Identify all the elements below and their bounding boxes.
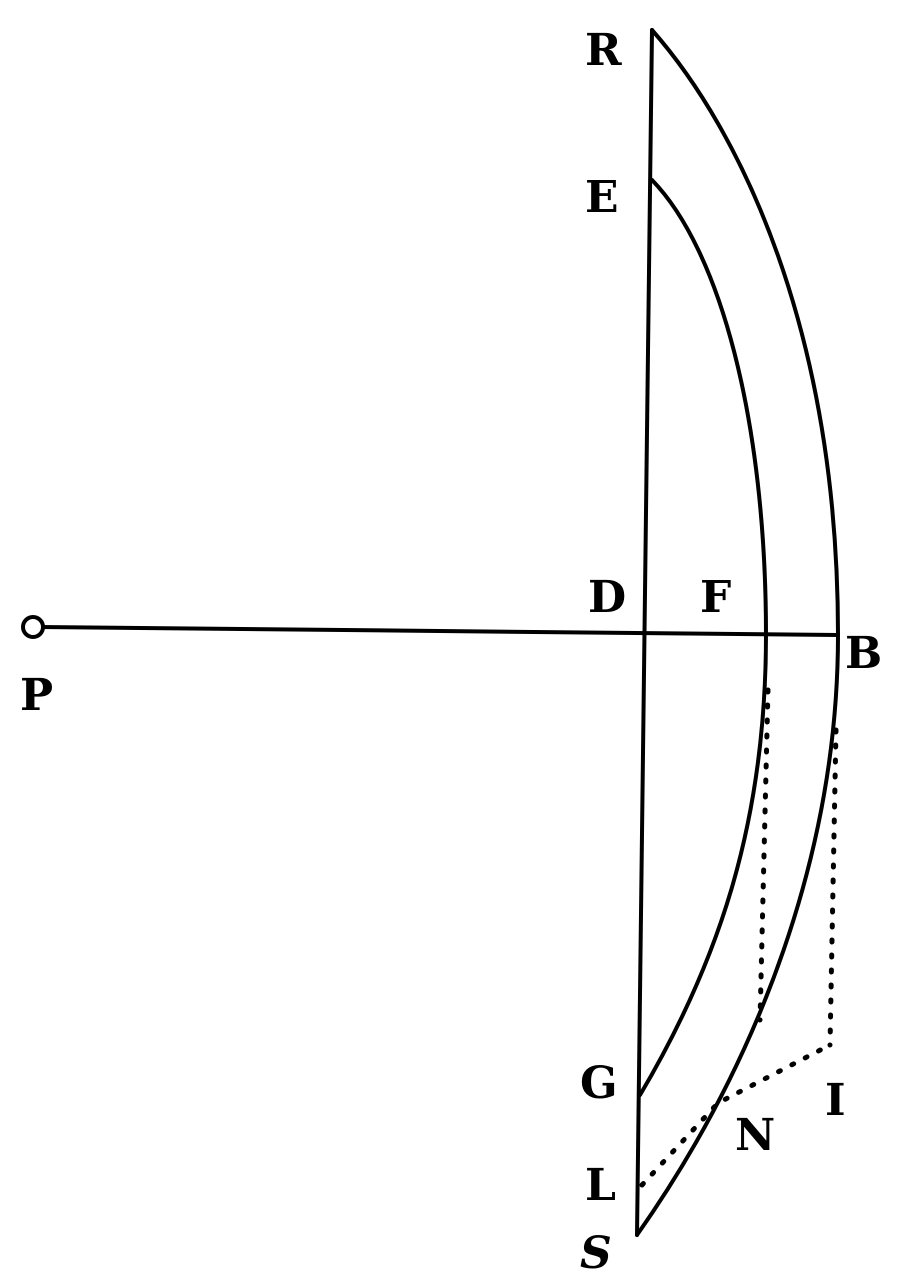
label-S: S bbox=[580, 1228, 612, 1279]
label-L: L bbox=[585, 1160, 616, 1211]
label-E: E bbox=[585, 172, 619, 223]
label-I: I bbox=[825, 1075, 846, 1126]
outer-arc-RBS bbox=[635, 28, 841, 1237]
inner-arc-EFG bbox=[638, 178, 769, 1097]
dotted-line-B-I bbox=[827, 727, 839, 1048]
label-P: P bbox=[20, 670, 53, 721]
label-N: N bbox=[735, 1110, 775, 1161]
label-B: B bbox=[845, 628, 882, 679]
label-G: G bbox=[580, 1058, 618, 1109]
label-F: F bbox=[700, 572, 731, 623]
dotted-line-F-N bbox=[757, 687, 771, 1023]
label-R: R bbox=[585, 25, 622, 76]
line-PB bbox=[38, 625, 840, 637]
point-P-circle bbox=[21, 615, 45, 639]
label-D: D bbox=[588, 572, 626, 623]
dotted-line-L-N-I bbox=[639, 1042, 833, 1188]
